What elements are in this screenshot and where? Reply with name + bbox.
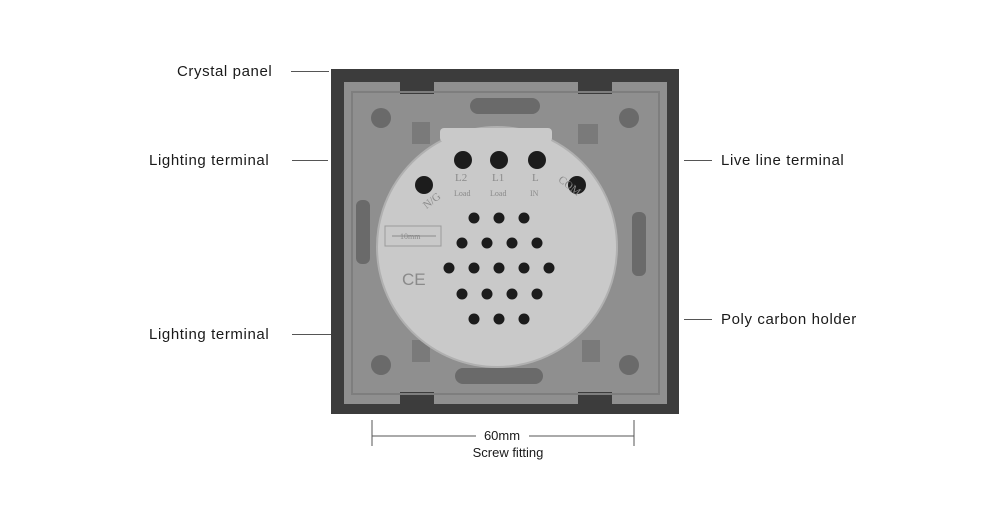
vent-hole <box>518 313 530 325</box>
marking-l1: L1 <box>492 172 504 184</box>
vent-hole <box>493 262 505 274</box>
ce-mark: CE <box>402 270 426 289</box>
vent-hole <box>493 212 505 224</box>
marking-l1-load: Load <box>490 189 506 198</box>
vent-hole <box>468 313 480 325</box>
slot <box>632 212 646 276</box>
terminal-com-hole <box>568 176 586 194</box>
marking-l: L <box>532 172 539 184</box>
vent-hole <box>506 237 518 249</box>
vent-hole <box>456 237 468 249</box>
dimension-value: 60mm <box>483 428 521 443</box>
vent-hole <box>493 313 505 325</box>
leader-lighting-terminal-top <box>292 160 328 161</box>
marking-l2-load: Load <box>454 189 470 198</box>
poly-carbon-holder <box>376 126 618 368</box>
vent-holes <box>443 212 555 325</box>
vent-hole <box>456 288 468 300</box>
vent-hole <box>481 237 493 249</box>
terminal-l-hole <box>528 151 546 169</box>
marking-ruler: 10mm <box>400 232 421 241</box>
label-lighting-terminal-top: Lighting terminal <box>149 152 270 169</box>
screw-hole <box>371 108 391 128</box>
vent-hole <box>543 262 555 274</box>
terminal-ng-hole <box>415 176 433 194</box>
slot <box>455 368 543 384</box>
screw-hole <box>371 355 391 375</box>
marking-l-in: IN <box>530 189 539 198</box>
vent-hole <box>531 288 543 300</box>
leader-crystal-panel <box>291 71 329 72</box>
label-live-line-terminal: Live line terminal <box>721 152 845 169</box>
vent-hole <box>518 262 530 274</box>
screw-hole <box>619 355 639 375</box>
slot <box>470 98 540 114</box>
vent-hole <box>468 212 480 224</box>
vent-hole <box>443 262 455 274</box>
slot <box>356 200 370 264</box>
label-crystal-panel: Crystal panel <box>177 63 273 80</box>
leader-live-line-terminal <box>684 160 712 161</box>
vent-hole <box>518 212 530 224</box>
terminal-l1-hole <box>490 151 508 169</box>
leader-poly-carbon-holder <box>684 319 712 320</box>
label-poly-carbon-holder: Poly carbon holder <box>721 311 857 328</box>
terminal-l2-hole <box>454 151 472 169</box>
dimension-caption: Screw fitting <box>472 445 544 460</box>
vent-hole <box>468 262 480 274</box>
label-lighting-terminal-bottom: Lighting terminal <box>149 326 270 343</box>
marking-l2: L2 <box>455 172 467 184</box>
vent-hole <box>481 288 493 300</box>
screw-hole <box>619 108 639 128</box>
vent-hole <box>506 288 518 300</box>
vent-hole <box>531 237 543 249</box>
